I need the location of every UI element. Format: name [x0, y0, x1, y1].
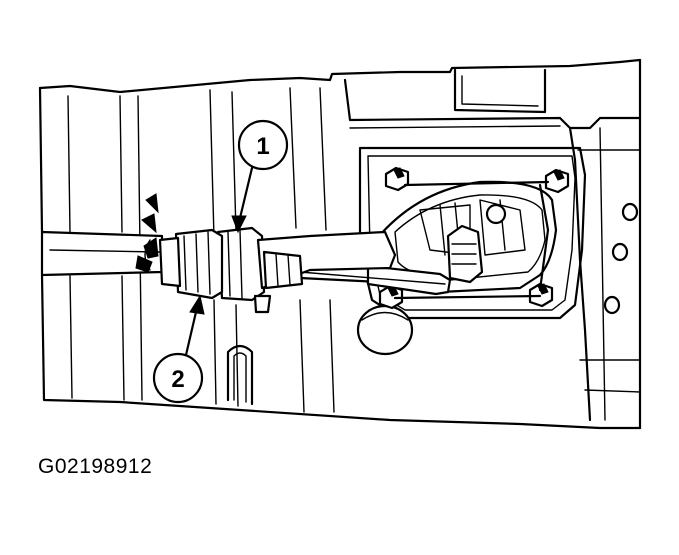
callout-2: 2 — [152, 294, 205, 404]
retaining-nut — [158, 228, 224, 300]
mount-bolts — [378, 166, 570, 310]
rotation-arrows-icon — [135, 193, 159, 273]
round-plug — [356, 304, 414, 356]
callout-1: 1 — [231, 119, 289, 234]
lower-arch — [226, 344, 254, 406]
bolt-bottom-right — [528, 282, 554, 308]
bolt-top-left — [384, 166, 410, 192]
callout-1-label: 1 — [256, 133, 269, 160]
callout-2-label: 2 — [171, 366, 184, 393]
figure-code: G02198912 — [38, 455, 153, 478]
pivot-housing — [216, 226, 397, 314]
body-panel — [38, 58, 642, 430]
linkage-arms — [393, 180, 550, 300]
wiper-motor — [378, 180, 558, 294]
bolt-top-right — [544, 168, 570, 194]
panel-holes — [603, 202, 639, 315]
